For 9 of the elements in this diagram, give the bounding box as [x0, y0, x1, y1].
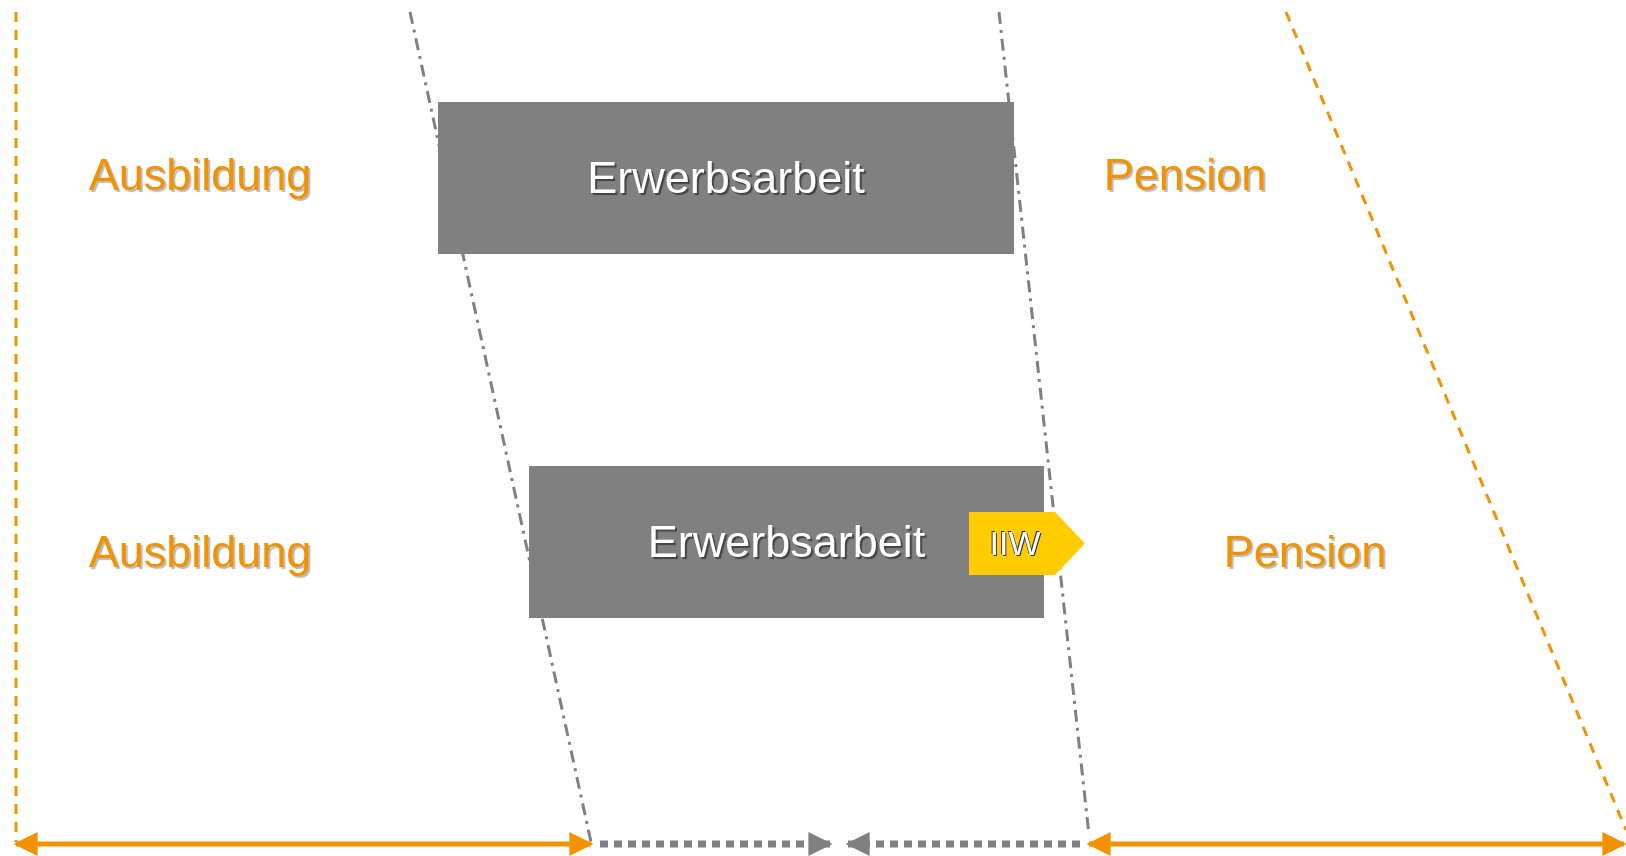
phase-label: Pension: [1103, 149, 1267, 201]
phase-label: Ausbildung: [88, 149, 312, 201]
phase-label: Ausbildung: [88, 526, 312, 578]
tag-label: IIW: [989, 524, 1042, 563]
phase-label: Pension: [1223, 526, 1387, 578]
box-label: Erwerbsarbeit: [587, 152, 865, 204]
work-phase-box: [438, 102, 1014, 254]
work-phase-box: [529, 466, 1044, 618]
box-label: Erwerbsarbeit: [647, 516, 926, 568]
